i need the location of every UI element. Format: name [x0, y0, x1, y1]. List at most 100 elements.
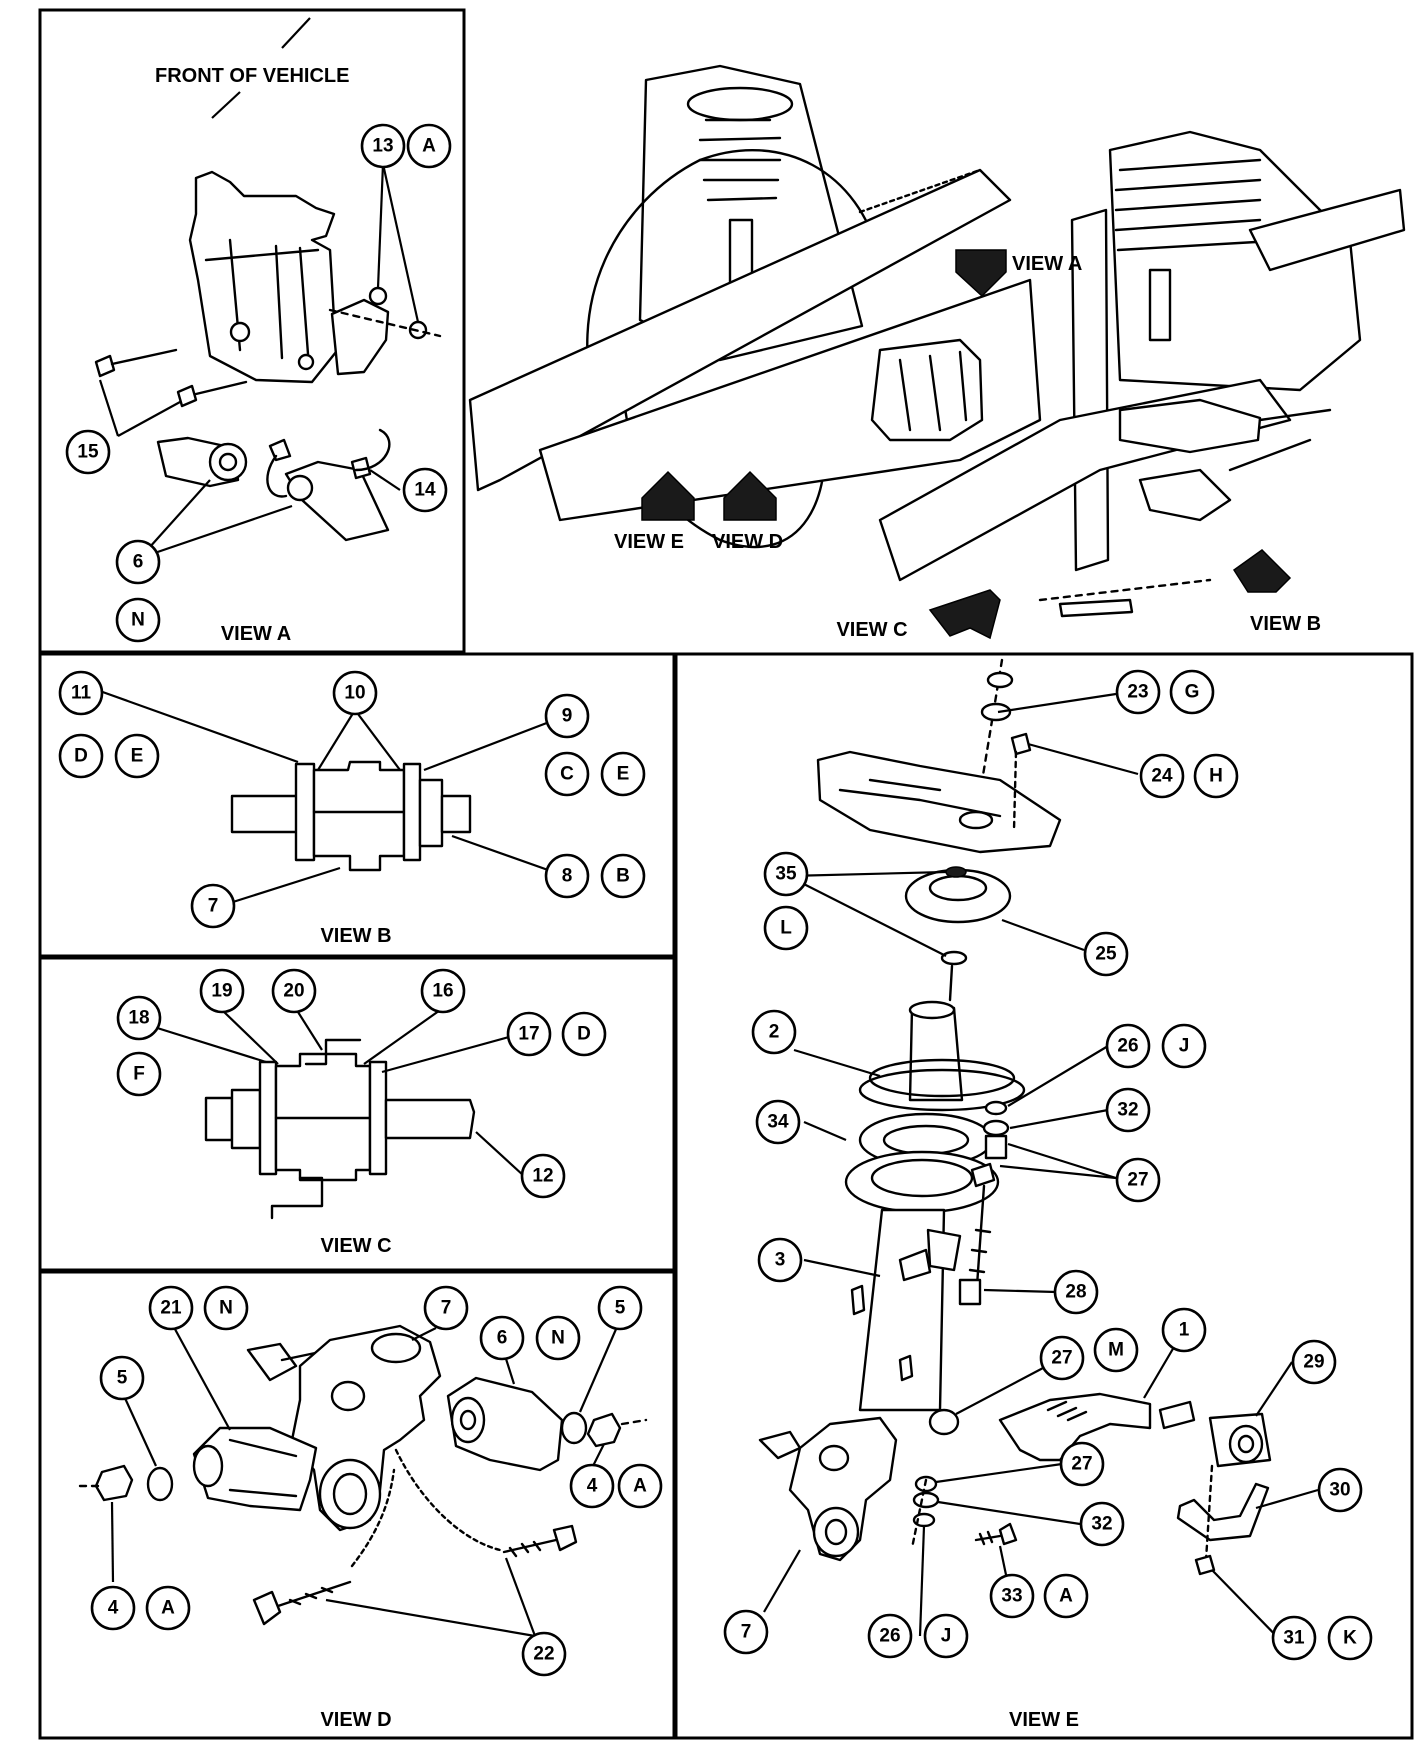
view-d-frame	[38, 1270, 676, 1740]
svg-text:22: 22	[533, 1644, 554, 1665]
view-e-upper-mount	[904, 866, 1012, 1002]
callout-7	[190, 883, 236, 929]
callout-13	[360, 123, 406, 169]
svg-text:28: 28	[1065, 1282, 1086, 1303]
overview-pointer-view-e: VIEW E	[614, 470, 695, 553]
callout-letter-d-c	[561, 1011, 607, 1057]
callout-27-mid	[1039, 1335, 1085, 1381]
svg-text:VIEW E: VIEW E	[614, 531, 684, 553]
callout-letter-a	[406, 123, 452, 169]
front-direction-line-lower	[211, 91, 241, 119]
view-a-title: VIEW A	[221, 623, 291, 645]
view-c-callouts: 19 20 16 18 17 D F 12	[116, 968, 607, 1199]
view-c-bushing-assembly	[204, 1038, 476, 1220]
callout-letter-k	[1327, 1615, 1373, 1661]
svg-text:F: F	[133, 1064, 145, 1085]
callout-1	[1161, 1307, 1207, 1353]
svg-text:35: 35	[775, 864, 797, 885]
overview-pointer-view-b: VIEW B	[1232, 549, 1321, 635]
callout-letter-m	[1093, 1327, 1139, 1373]
view-b-frame	[38, 652, 676, 958]
view-d-title: VIEW D	[320, 1709, 391, 1731]
view-d-hardware	[78, 1411, 648, 1502]
svg-text:20: 20	[283, 981, 304, 1002]
svg-text:8: 8	[562, 866, 573, 887]
callout-letter-e	[114, 733, 160, 779]
svg-text:1: 1	[1179, 1320, 1190, 1341]
view-d-callouts: 21 N 7 6 N 5 5 4 A 4 A 22	[90, 1285, 663, 1677]
svg-text:23: 23	[1127, 682, 1148, 703]
view-d-left-arm	[192, 1426, 318, 1512]
view-e-title: VIEW E	[1009, 1709, 1079, 1731]
callout-letter-d	[58, 733, 104, 779]
svg-text:G: G	[1185, 682, 1200, 703]
callout-letter-a-d1	[617, 1463, 663, 1509]
svg-text:J: J	[941, 1626, 952, 1647]
svg-text:C: C	[560, 764, 574, 785]
callout-27-low	[1059, 1441, 1105, 1487]
svg-text:27: 27	[1071, 1454, 1092, 1475]
svg-text:24: 24	[1151, 766, 1173, 787]
view-c-frame	[38, 956, 676, 1272]
callout-letter-j-low	[923, 1613, 969, 1659]
callout-17	[506, 1011, 552, 1057]
svg-text:H: H	[1209, 766, 1223, 787]
callout-letter-b	[600, 853, 646, 899]
callout-19	[199, 968, 245, 1014]
view-e-stabilizer-bar	[974, 1392, 1196, 1546]
svg-text:6: 6	[497, 1328, 508, 1349]
view-c-title: VIEW C	[320, 1235, 391, 1257]
view-a-nuts	[328, 286, 442, 340]
svg-text:3: 3	[775, 1250, 786, 1271]
svg-text:VIEW D: VIEW D	[712, 531, 783, 553]
svg-text:7: 7	[441, 1298, 452, 1319]
svg-text:14: 14	[414, 480, 436, 501]
svg-text:A: A	[161, 1598, 175, 1619]
svg-text:N: N	[551, 1328, 565, 1349]
callout-letter-n-d1	[203, 1285, 249, 1331]
view-a-crossmember-bracket	[188, 170, 390, 384]
svg-text:A: A	[422, 136, 436, 157]
svg-text:15: 15	[77, 442, 99, 463]
view-e-strut-tower	[816, 750, 1062, 854]
svg-text:5: 5	[615, 1298, 626, 1319]
callout-22	[521, 1631, 567, 1677]
callout-letter-e-2	[600, 751, 646, 797]
view-d: 21 N 7 6 N 5 5 4 A 4 A 22 VIEW D	[78, 1285, 663, 1731]
svg-text:29: 29	[1303, 1352, 1324, 1373]
view-e-stabilizer-bushing	[1176, 1412, 1272, 1576]
overview-pointer-view-c	[928, 589, 1001, 640]
svg-text:34: 34	[767, 1112, 789, 1133]
svg-text:D: D	[577, 1024, 591, 1045]
callout-4-d-left	[90, 1585, 136, 1631]
view-a-lower-arm	[156, 428, 391, 542]
callout-letter-n	[115, 597, 161, 643]
callout-letter-h	[1193, 753, 1239, 799]
svg-text:13: 13	[372, 136, 393, 157]
svg-text:VIEW B: VIEW B	[1250, 613, 1321, 635]
svg-text:VIEW A: VIEW A	[1012, 253, 1082, 275]
view-c: 19 20 16 18 17 D F 12 VIEW C	[116, 968, 607, 1257]
svg-text:4: 4	[587, 1476, 598, 1497]
callout-14	[402, 467, 448, 513]
view-d-right-arm	[446, 1376, 564, 1472]
callout-33	[989, 1573, 1035, 1619]
view-b-bushing-assembly	[230, 760, 472, 872]
svg-text:11: 11	[71, 683, 92, 704]
overview-pointer-view-d: VIEW D	[712, 470, 783, 553]
svg-text:21: 21	[160, 1298, 182, 1319]
svg-text:A: A	[1059, 1586, 1073, 1607]
callout-letter-a-e	[1043, 1573, 1089, 1619]
callout-4-d-right	[569, 1463, 615, 1509]
svg-text:27: 27	[1127, 1170, 1148, 1191]
svg-text:26: 26	[1117, 1036, 1138, 1057]
svg-text:33: 33	[1001, 1586, 1022, 1607]
callout-26-top	[1105, 1023, 1151, 1069]
callout-24	[1139, 753, 1185, 799]
callout-6-d	[479, 1315, 525, 1361]
svg-text:6: 6	[133, 552, 144, 573]
view-e-top-hardware	[972, 658, 1032, 832]
svg-text:E: E	[617, 764, 630, 785]
view-e-stabilizer-link	[910, 1100, 1010, 1550]
